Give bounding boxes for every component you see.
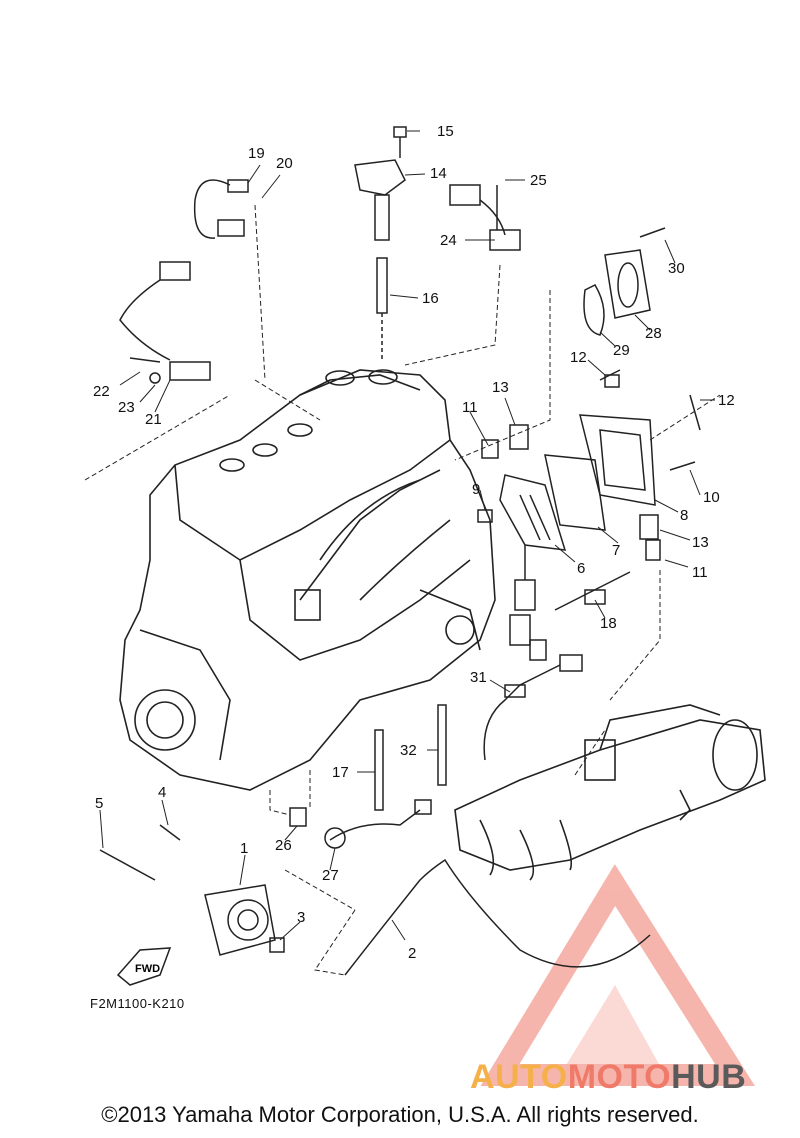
sensor-26-27 [289, 799, 432, 849]
callout-32: 32 [400, 742, 417, 759]
callout-11a: 11 [462, 399, 478, 416]
small-fasteners [477, 369, 701, 561]
watermark-text: AUTOMOTOHUB [470, 1058, 746, 1097]
callout-20: 20 [276, 155, 293, 172]
watermark-logo [480, 864, 755, 1086]
bracket-28 [583, 227, 666, 336]
callout-31: 31 [470, 669, 487, 686]
callout-9: 9 [472, 481, 480, 498]
callout-30: 30 [668, 260, 685, 277]
watermark-moto: MOTO [567, 1058, 672, 1096]
watermark-auto: AUTO [470, 1058, 568, 1096]
part-code: F2M1100-K210 [90, 996, 185, 1011]
callout-19: 19 [248, 145, 265, 162]
callout-16: 16 [422, 290, 439, 307]
callout-28: 28 [645, 325, 662, 342]
callout-13b: 13 [692, 534, 709, 551]
callout-7: 7 [612, 542, 620, 559]
callout-21: 21 [145, 411, 162, 428]
engine-block [119, 369, 496, 791]
callout-15: 15 [437, 123, 454, 140]
watermark-hub: HUB [671, 1058, 747, 1096]
callout-3: 3 [297, 909, 305, 926]
callout-27: 27 [322, 867, 339, 884]
callout-17: 17 [332, 764, 349, 781]
callout-12b: 12 [718, 392, 735, 409]
leader-lines [84, 204, 721, 976]
callout-14: 14 [430, 165, 447, 182]
ignition-coil [354, 159, 406, 360]
callout-26: 26 [275, 837, 292, 854]
module-6 [499, 474, 567, 661]
callout-24: 24 [440, 232, 457, 249]
callout-13a: 13 [492, 379, 509, 396]
callout-10: 10 [703, 489, 720, 506]
callout-25: 25 [530, 172, 547, 189]
callout-8: 8 [680, 507, 688, 524]
callout-labels: 15 14 25 24 16 19 20 22 23 21 11 13 12 1… [93, 123, 735, 962]
cover-assembly [544, 414, 656, 531]
fwd-arrow: FWD [116, 947, 172, 986]
callout-23: 23 [118, 399, 135, 416]
bolt-15 [393, 126, 407, 158]
callout-4: 4 [158, 784, 166, 801]
copyright-notice: ©2013 Yamaha Motor Corporation, U.S.A. A… [101, 1102, 699, 1127]
callout-leaders [99, 130, 715, 941]
throttle-body [99, 824, 651, 976]
callout-22: 22 [93, 383, 110, 400]
callout-18: 18 [600, 615, 617, 632]
svg-text:FWD: FWD [135, 963, 160, 975]
sensor-21 [119, 261, 211, 384]
callout-6: 6 [577, 560, 585, 577]
ties-and-sensors [374, 571, 631, 811]
sensor-wire-19 [193, 179, 249, 239]
callout-11b: 11 [692, 564, 708, 581]
callout-29: 29 [613, 342, 630, 359]
callout-12a: 12 [570, 349, 587, 366]
intake-manifold [454, 704, 766, 881]
callout-5: 5 [95, 795, 103, 812]
callout-1: 1 [240, 840, 248, 857]
callout-2: 2 [408, 945, 416, 962]
